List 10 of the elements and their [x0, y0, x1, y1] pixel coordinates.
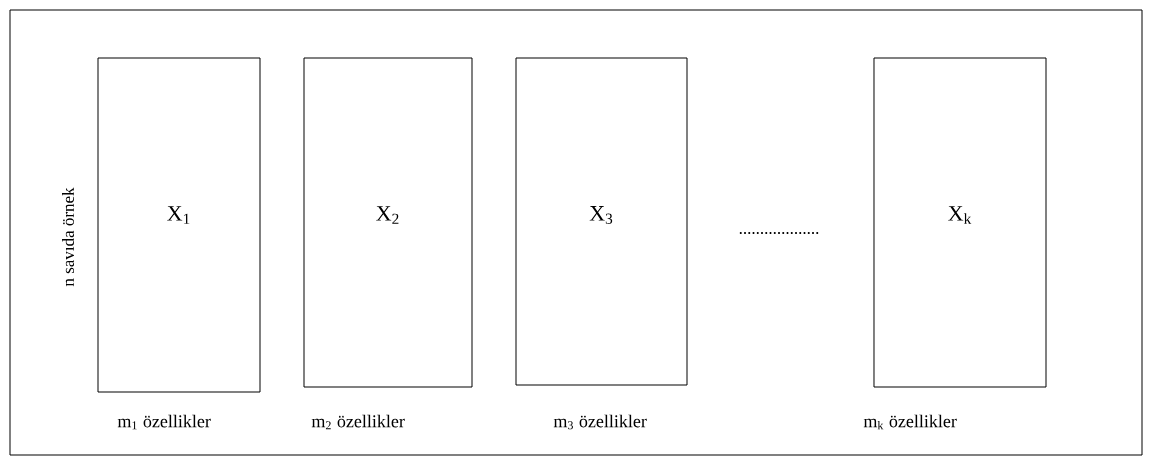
matrix-box: X$_{1}$	[97, 57, 261, 393]
box-caption: m$_{1}$ özellikler	[117, 414, 211, 430]
box-caption: m$_{k}$ özellikler	[863, 414, 957, 430]
box-caption: m$_{2}$ özellikler	[311, 414, 405, 430]
ellipsis: ...................	[739, 232, 819, 234]
matrix-box: X$_{k}$	[873, 57, 1047, 388]
matrix-box: X$_{3}$	[515, 57, 688, 386]
box-caption: m$_{3}$ özellikler	[553, 414, 647, 430]
matrix-box: X$_{2}$	[303, 57, 473, 388]
axis-label: n savıda örnek	[62, 187, 74, 287]
